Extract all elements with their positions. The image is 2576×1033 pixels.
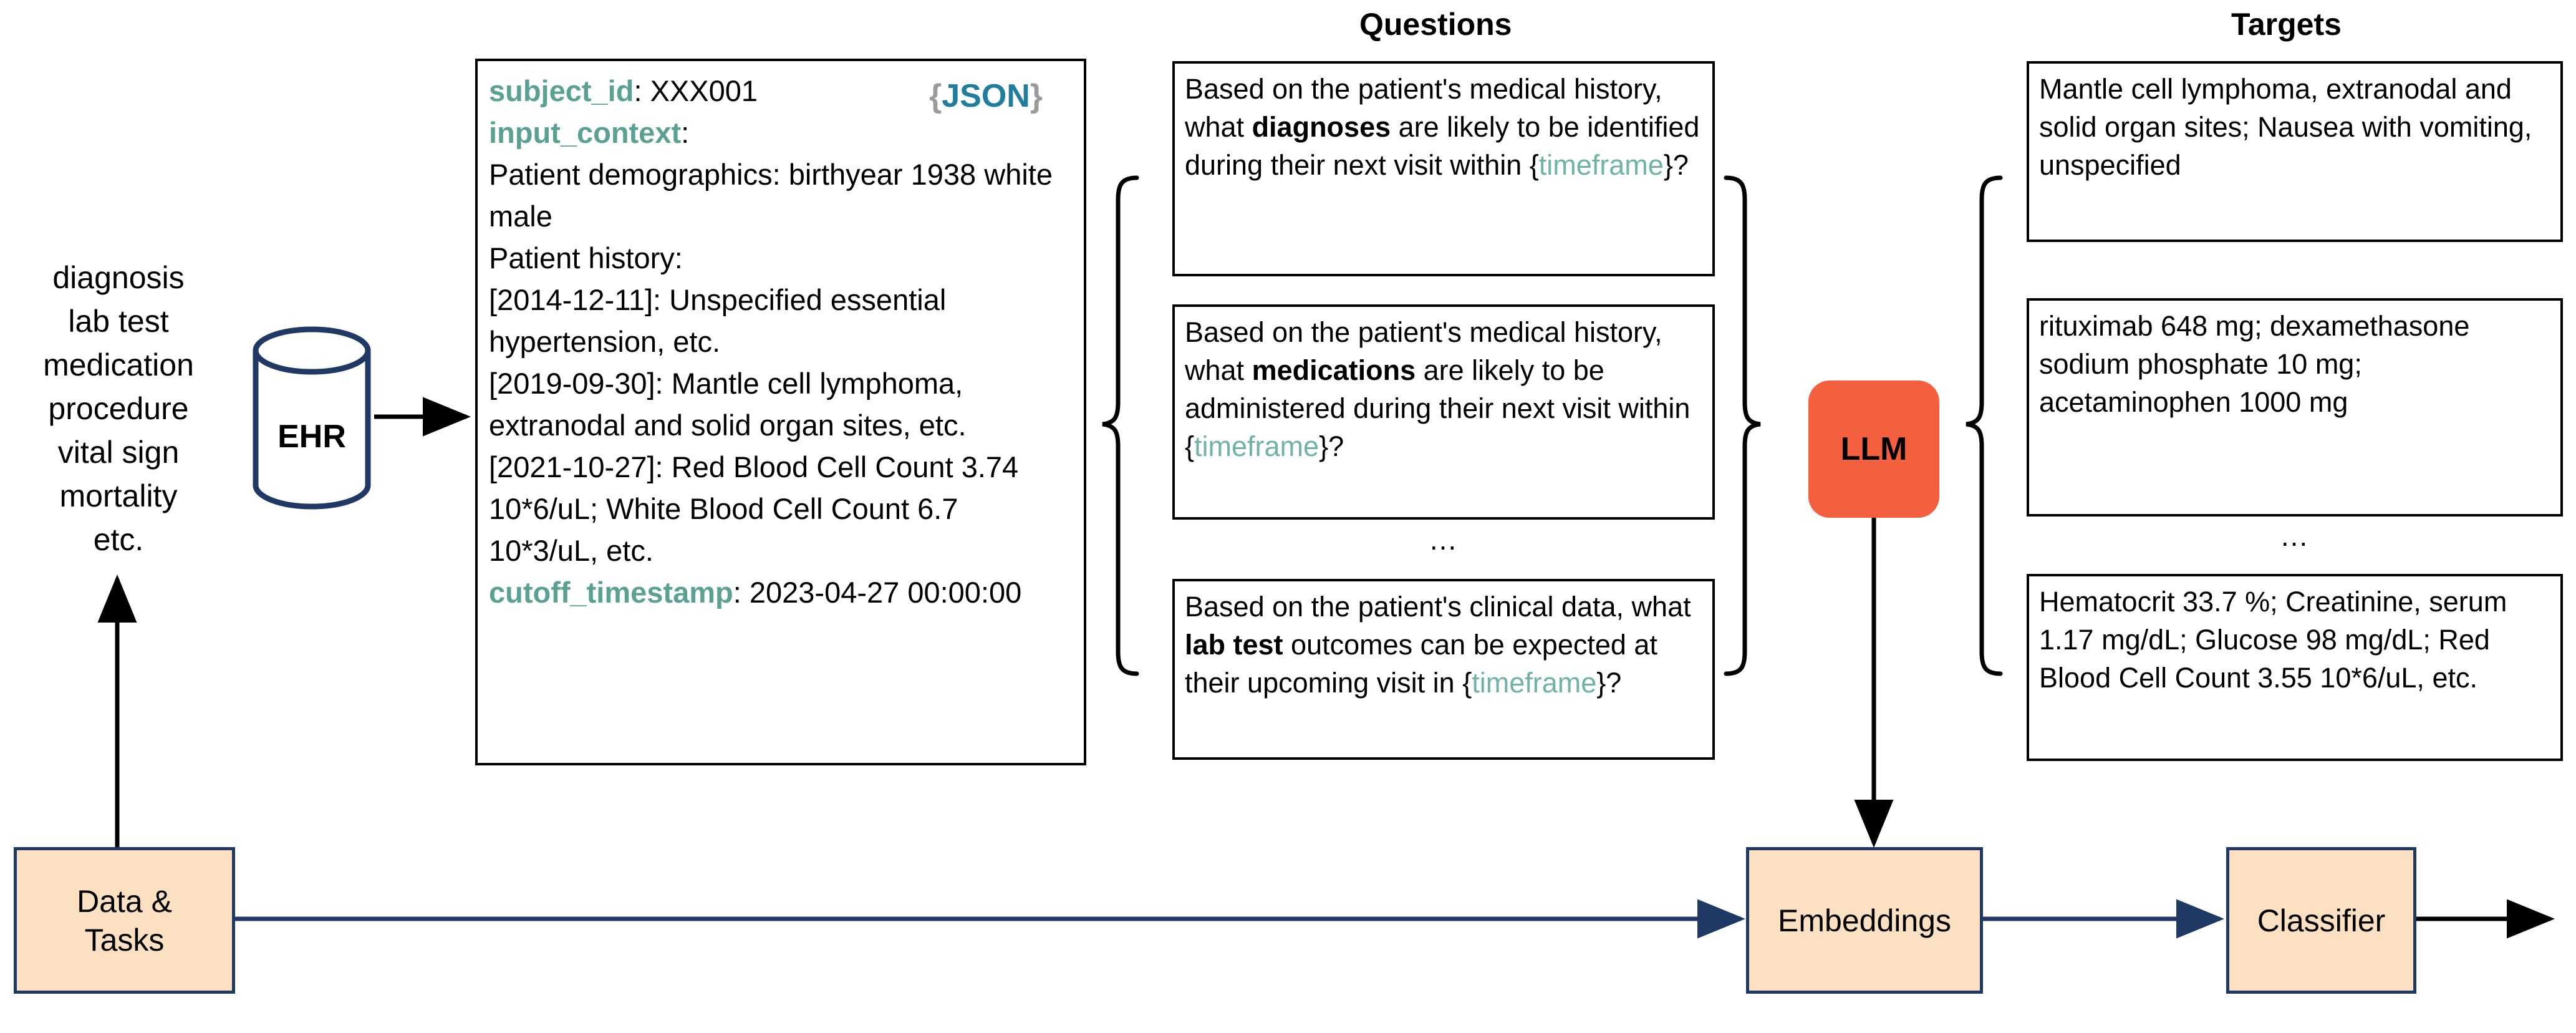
- question-placeholder: timeframe: [1194, 430, 1319, 462]
- question-placeholder: timeframe: [1538, 149, 1664, 181]
- json-line-history-3: [2021-10-27]: Red Blood Cell Count 3.74 …: [489, 450, 1019, 567]
- json-badge-open-brace: {: [929, 78, 942, 114]
- ehr-database: EHR: [249, 324, 374, 512]
- task-list-item: etc.: [93, 522, 144, 557]
- json-sep: :: [681, 116, 690, 149]
- question-keyword: lab test: [1185, 629, 1283, 661]
- json-value-cutoff-timestamp: 2023-04-27 00:00:00: [749, 576, 1022, 609]
- json-line-demographics: Patient demographics: birthyear 1938 whi…: [489, 158, 1053, 233]
- data-tasks-label: Data & Tasks: [77, 882, 172, 959]
- json-key-subject-id: subject_id: [489, 74, 634, 107]
- embeddings-box[interactable]: Embeddings: [1746, 847, 1983, 994]
- json-line-history-1: [2014-12-11]: Unspecified essential hype…: [489, 283, 947, 358]
- target-box-diagnoses: Mantle cell lymphoma, extranodal and sol…: [2027, 61, 2563, 242]
- json-badge-close-brace: }: [1030, 78, 1043, 114]
- targets-ellipsis: ...: [2280, 520, 2309, 552]
- json-record-box: subject_id: XXX001 input_context: Patien…: [475, 59, 1086, 765]
- questions-ellipsis: ...: [1429, 523, 1458, 556]
- json-line-history-header: Patient history:: [489, 241, 683, 274]
- json-line-input-context: input_context:: [489, 112, 1073, 153]
- questions-column-header: Questions: [1359, 7, 1512, 42]
- task-list-item: vital sign: [57, 435, 180, 470]
- question-box-diagnoses: Based on the patient's medical history, …: [1172, 61, 1715, 276]
- json-line-cutoff-timestamp: cutoff_timestamp: 2023-04-27 00:00:00: [489, 571, 1073, 613]
- question-text-pre: Based on the patient's clinical data, wh…: [1185, 591, 1691, 623]
- json-key-cutoff-timestamp: cutoff_timestamp: [489, 576, 733, 609]
- database-cylinder-icon: [253, 326, 371, 510]
- question-box-medications: Based on the patient's medical history, …: [1172, 304, 1715, 520]
- brace-left-questions: [1102, 175, 1139, 676]
- task-list-item: procedure: [48, 391, 189, 426]
- llm-node[interactable]: LLM: [1808, 381, 1939, 518]
- json-format-badge: {JSON}: [929, 77, 1043, 115]
- data-tasks-label-line1: Data &: [77, 883, 172, 919]
- json-badge-word: JSON: [942, 78, 1030, 114]
- task-list-item: medication: [43, 347, 194, 382]
- ehr-label: EHR: [277, 419, 346, 455]
- question-text-mid: outcomes can be expected at their upcomi…: [1185, 629, 1657, 699]
- json-line-subject-id: subject_id: XXX001: [489, 70, 1073, 112]
- classifier-box[interactable]: Classifier: [2226, 847, 2416, 994]
- question-text-post: }?: [1319, 430, 1344, 462]
- question-text-mid: are likely to be identified during their…: [1185, 111, 1700, 181]
- question-text-post: }?: [1596, 667, 1622, 699]
- json-value-subject-id: XXX001: [650, 74, 758, 107]
- data-tasks-box[interactable]: Data & Tasks: [14, 847, 235, 994]
- json-key-input-context: input_context: [489, 116, 682, 149]
- brace-left-targets: [1966, 175, 2003, 676]
- question-text-post: }?: [1663, 149, 1689, 181]
- targets-column-header: Targets: [2231, 7, 2342, 42]
- task-list: diagnosis lab test medication procedure …: [0, 256, 237, 561]
- task-list-item: mortality: [59, 478, 178, 513]
- question-text-pre: Based on the patient's medical history, …: [1185, 73, 1662, 143]
- json-line-history-2: [2019-09-30]: Mantle cell lymphoma, extr…: [489, 367, 967, 442]
- task-list-item: lab test: [68, 304, 169, 339]
- task-list-item: diagnosis: [52, 260, 185, 295]
- question-text-pre: Based on the patient's medical history, …: [1185, 316, 1662, 386]
- question-placeholder: timeframe: [1472, 667, 1597, 699]
- question-keyword: diagnoses: [1252, 111, 1391, 143]
- data-tasks-label-line2: Tasks: [84, 922, 165, 958]
- target-box-medications: rituximab 648 mg; dexamethasone sodium p…: [2027, 298, 2563, 516]
- json-sep: :: [634, 74, 650, 107]
- question-text-mid: are likely to be administered during the…: [1185, 354, 1691, 462]
- question-keyword: medications: [1252, 354, 1416, 386]
- json-sep: :: [733, 576, 750, 609]
- target-box-lab-test: Hematocrit 33.7 %; Creatinine, serum 1.1…: [2027, 574, 2563, 761]
- brace-right-questions: [1724, 175, 1761, 676]
- question-box-lab-test: Based on the patient's clinical data, wh…: [1172, 579, 1715, 760]
